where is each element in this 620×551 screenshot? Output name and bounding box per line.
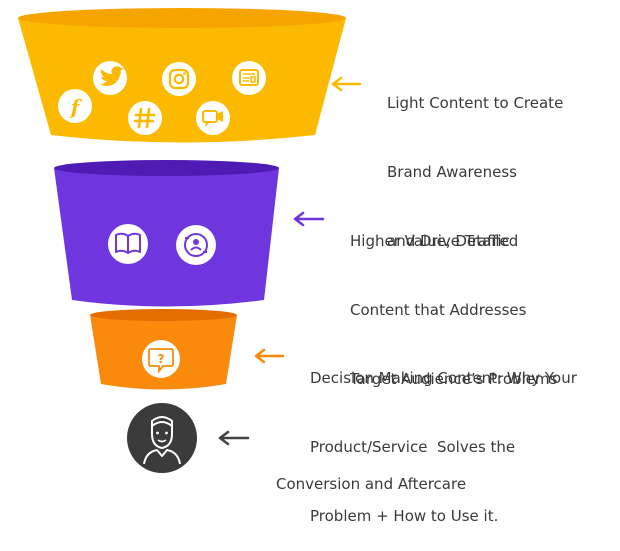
question-icon: ? [142,340,180,378]
svg-text:?: ? [158,352,165,366]
hashtag-icon [128,101,162,135]
stage-1-line-3: and Drive Traffic [387,232,510,250]
funnel-stage-3: ? [90,309,237,390]
stage-2-line-2: Content that Addresses [350,301,527,319]
arrow-stage-2 [293,211,325,227]
svg-text:f: f [69,95,83,119]
stage-4-description: Conversion and Aftercare [276,427,466,519]
twitter-icon [93,61,127,95]
stage-1-line-2: Brand Awareness [387,163,517,181]
stage-4-line-1: Conversion and Aftercare [276,475,467,493]
stage-2-line-3: Target Audience’s Problems [350,370,558,388]
support-icon [176,225,216,265]
news-icon [232,61,266,95]
funnel-stage-1: f [18,8,346,143]
instagram-icon [162,62,196,96]
arrow-stage-1 [331,76,362,92]
stage-1-description: Light Content to Create Brand Awareness … [387,46,563,276]
funnel-stage-4 [127,403,197,473]
stage-3-line-1: Decision Making Content: Why Your [310,369,577,387]
customer-avatar-icon [143,416,181,465]
stage-3-line-2: Product/Service Solves the [310,438,516,456]
funnel-diagram: f [18,8,362,473]
arrow-stage-3 [254,348,285,364]
book-icon [108,224,148,264]
stage-2-line-1: Higher Value, Detailed [350,232,519,250]
facebook-icon: f [58,89,92,123]
arrow-stage-4 [218,430,250,446]
video-chat-icon [196,101,230,135]
stage-2-description: Higher Value, Detailed Content that Addr… [350,184,557,414]
stage-1-line-1: Light Content to Create [387,94,564,112]
funnel-stage-2 [54,160,279,307]
